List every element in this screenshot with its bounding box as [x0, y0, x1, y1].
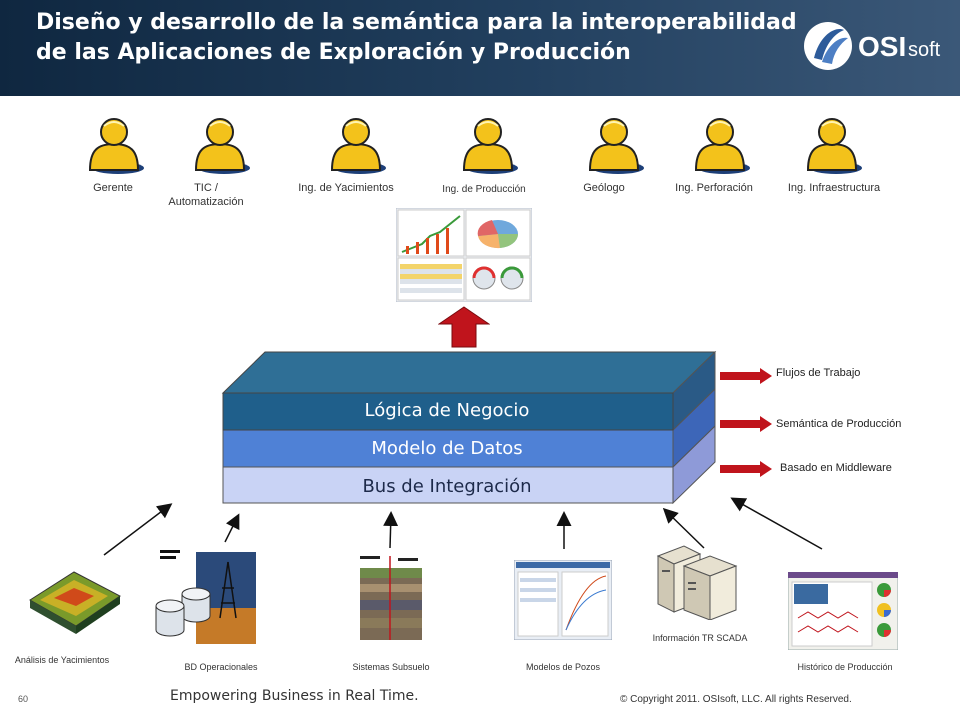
source-label-subsurface: Sistemas Subsuelo [352, 662, 430, 672]
user-icon [802, 114, 864, 176]
production-history-image [787, 571, 899, 651]
svg-text:soft: soft [908, 39, 941, 61]
user-icon [690, 114, 752, 176]
layer-integration-bus: Bus de Integración [362, 476, 532, 497]
page-number: 60 [18, 694, 29, 704]
operational-db-image [150, 548, 260, 648]
osisoft-logo: OSI soft [800, 14, 950, 78]
page-title: Diseño y desarrollo de la semántica para… [36, 8, 797, 68]
scada-servers-image [654, 540, 740, 621]
dashboard-screenshot [395, 207, 533, 303]
user-icon [190, 114, 252, 176]
user-label: Gerente [93, 182, 133, 194]
source-label-reservoir: Análisis de Yacimientos [14, 655, 110, 665]
user-icon [584, 114, 646, 176]
side-arrow-icon [720, 461, 772, 477]
user-label: TIC / Automatización [168, 182, 244, 208]
arrow-bd [224, 513, 240, 543]
side-arrow-icon [720, 368, 772, 384]
title-line-1: Diseño y desarrollo de la semántica para… [36, 10, 797, 35]
user-label: Ing. Infraestructura [787, 182, 881, 194]
user-icon [458, 114, 520, 176]
svg-text:OSI: OSI [858, 31, 906, 62]
user-icon [326, 114, 388, 176]
source-label-historic: Histórico de Producción [797, 662, 893, 672]
header-bar: Diseño y desarrollo de la semántica para… [0, 0, 960, 96]
arrow-historic [730, 497, 823, 550]
footer-copyright: © Copyright 2011. OSIsoft, LLC. All righ… [620, 694, 852, 705]
source-label-wells: Modelos de Pozos [525, 662, 601, 672]
well-models-image [513, 559, 613, 641]
side-label-semantics: Semántica de Producción [776, 418, 902, 430]
arrow-subsurface [383, 511, 399, 549]
up-arrow-icon [437, 306, 491, 348]
user-label: Ing. Perforación [675, 182, 753, 194]
subsurface-image [358, 554, 424, 642]
user-label: Ing. de Yacimientos [298, 182, 394, 194]
source-label-scada: Información TR SCADA [652, 633, 748, 643]
title-line-2: de las Aplicaciones de Exploración y Pro… [36, 40, 631, 65]
user-icon [84, 114, 146, 176]
side-label-workflows: Flujos de Trabajo [776, 367, 861, 379]
layer-data-model: Modelo de Datos [371, 438, 523, 459]
layer-business-logic: Lógica de Negocio [364, 400, 530, 421]
side-label-middleware: Basado en Middleware [780, 462, 892, 474]
user-label: Geólogo [583, 182, 625, 194]
side-arrow-icon [720, 416, 772, 432]
user-label: Ing. de Producción [442, 184, 526, 195]
architecture-stack [220, 350, 720, 510]
source-label-bd: BD Operacionales [184, 662, 258, 672]
footer-tagline: Empowering Business in Real Time. [170, 688, 419, 704]
reservoir-map-image [24, 560, 124, 640]
